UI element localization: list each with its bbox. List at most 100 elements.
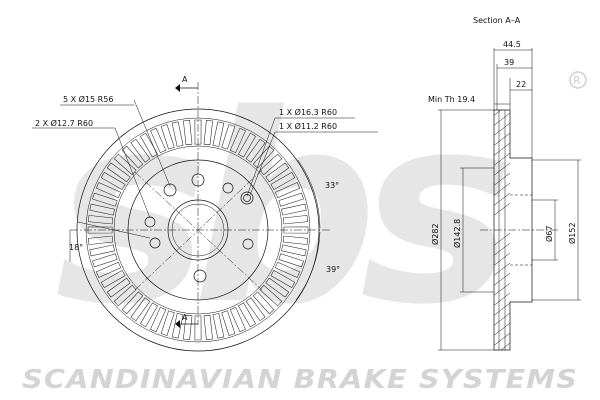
callout-hole-112: 1 X Ø11.2 R60	[279, 121, 337, 131]
cooling-vane	[130, 297, 151, 322]
cooling-vane	[121, 145, 144, 169]
cooling-vane	[113, 153, 137, 176]
cooling-vane	[281, 203, 307, 216]
leader-holes-2	[114, 127, 151, 219]
section-label-bottom: A	[182, 313, 188, 322]
callout-holes-2: 2 X Ø12.7 R60	[35, 118, 93, 128]
cooling-vane	[283, 226, 309, 234]
cooling-vane	[160, 310, 175, 336]
cooling-vane	[92, 253, 118, 268]
dim-label-22: 22	[516, 80, 526, 89]
disc-front-view: A A 5 X Ø15 R56 2 X Ø12.7 R60 1 X Ø16.3 …	[32, 75, 378, 352]
bolt-hole-lower-left	[149, 237, 161, 249]
cooling-vane	[203, 314, 213, 341]
bolt-hole-upper-right	[222, 182, 234, 194]
cooling-vane	[95, 182, 122, 199]
cooling-vane	[221, 124, 236, 150]
bolt-hole-bottom	[193, 269, 207, 283]
angle-label-33: 33°	[325, 181, 339, 190]
cooling-vane	[252, 145, 275, 169]
logo-text: sbs	[55, 60, 506, 362]
cooling-vane	[212, 313, 225, 339]
bolt-hole-right	[242, 238, 254, 250]
brand-name: SCANDINAVIAN BRAKE SYSTEMS	[22, 365, 578, 395]
disc-section-view: Section A–A 44.5 39 22 Min Th 19.4	[428, 16, 581, 351]
cooling-vane	[121, 291, 144, 315]
angle-label-18: 18°	[69, 243, 83, 252]
cooling-vanes	[87, 119, 309, 341]
cooling-vane	[274, 261, 301, 278]
diagonal-centerline-b	[134, 169, 263, 291]
cooling-vane	[140, 302, 158, 328]
leader-hole-112	[249, 131, 276, 196]
cooling-vane	[87, 226, 113, 234]
cooling-vane	[113, 284, 137, 307]
cooling-vane	[89, 244, 115, 257]
section-title: Section A–A	[473, 16, 521, 25]
section-hatch-bottom	[494, 232, 510, 350]
cooling-vane	[221, 310, 236, 336]
bolt-hole-upper-left	[163, 183, 177, 197]
bolt-hole-inner-upper-far-right	[243, 194, 251, 202]
cooling-vane	[171, 121, 184, 147]
dim-label-39: 39	[504, 58, 514, 67]
cooling-vane	[278, 253, 304, 268]
angle-arc-39	[295, 231, 321, 301]
cooling-vane	[100, 270, 126, 288]
section-label-top: A	[182, 75, 188, 84]
dim-label-282: Ø282	[430, 223, 440, 245]
section-arrow-top-head	[175, 84, 180, 92]
cooling-vane	[245, 297, 266, 322]
cooling-vane	[171, 313, 184, 339]
angle-arc-33	[297, 159, 321, 229]
cooling-vane	[274, 182, 301, 199]
cooling-vane	[259, 153, 283, 176]
cooling-vane	[194, 315, 202, 341]
cooling-vane	[100, 172, 126, 190]
section-hatch-top	[494, 110, 510, 216]
dim-label-445: 44.5	[503, 40, 521, 49]
cooling-vane	[245, 138, 266, 163]
cooling-vane	[194, 119, 202, 145]
cooling-vane	[278, 192, 304, 207]
cooling-vane	[265, 277, 290, 298]
cooling-vane	[89, 203, 115, 216]
angle-label-39: 39°	[326, 265, 340, 274]
cooling-vane	[160, 124, 175, 150]
leader-hole-163	[246, 117, 276, 197]
cooling-vane	[150, 306, 167, 333]
bolt-hole-top	[191, 173, 205, 187]
dim-label-67: Ø67	[544, 226, 554, 242]
cooling-vane	[238, 302, 256, 328]
cooling-vane	[229, 127, 246, 154]
cooling-vane	[270, 270, 296, 288]
bolt-hole-upper-far-right	[240, 191, 254, 205]
cooling-vane	[229, 306, 246, 333]
callout-holes-5: 5 X Ø15 R56	[63, 94, 113, 104]
cooling-vane	[130, 138, 151, 163]
cooling-vane	[270, 172, 296, 190]
cooling-vane	[87, 215, 114, 225]
cooling-vane	[87, 235, 114, 245]
cooling-vane	[95, 261, 122, 278]
cooling-vane	[106, 277, 131, 298]
cooling-vane	[265, 162, 290, 183]
cooling-vane	[150, 127, 167, 154]
section-arrow-bottom-head	[175, 320, 180, 328]
cooling-vane	[212, 121, 225, 147]
cooling-vane	[252, 291, 275, 315]
sbs-logo-watermark: sbs R	[55, 60, 587, 362]
cooling-vane	[183, 314, 193, 341]
dim-label-minth: Min Th 19.4	[428, 95, 475, 104]
registered-mark-circle	[569, 71, 587, 89]
cooling-vane	[281, 244, 307, 257]
bolt-hole-left	[144, 216, 156, 228]
callout-hole-163: 1 X Ø16.3 R60	[279, 107, 337, 117]
registered-mark: R	[573, 74, 581, 87]
cooling-vane	[106, 162, 131, 183]
dim-label-1428: Ø142.8	[452, 219, 462, 248]
cooling-vane	[238, 132, 256, 158]
cooling-vane	[183, 119, 193, 146]
cooling-vane	[203, 119, 213, 146]
